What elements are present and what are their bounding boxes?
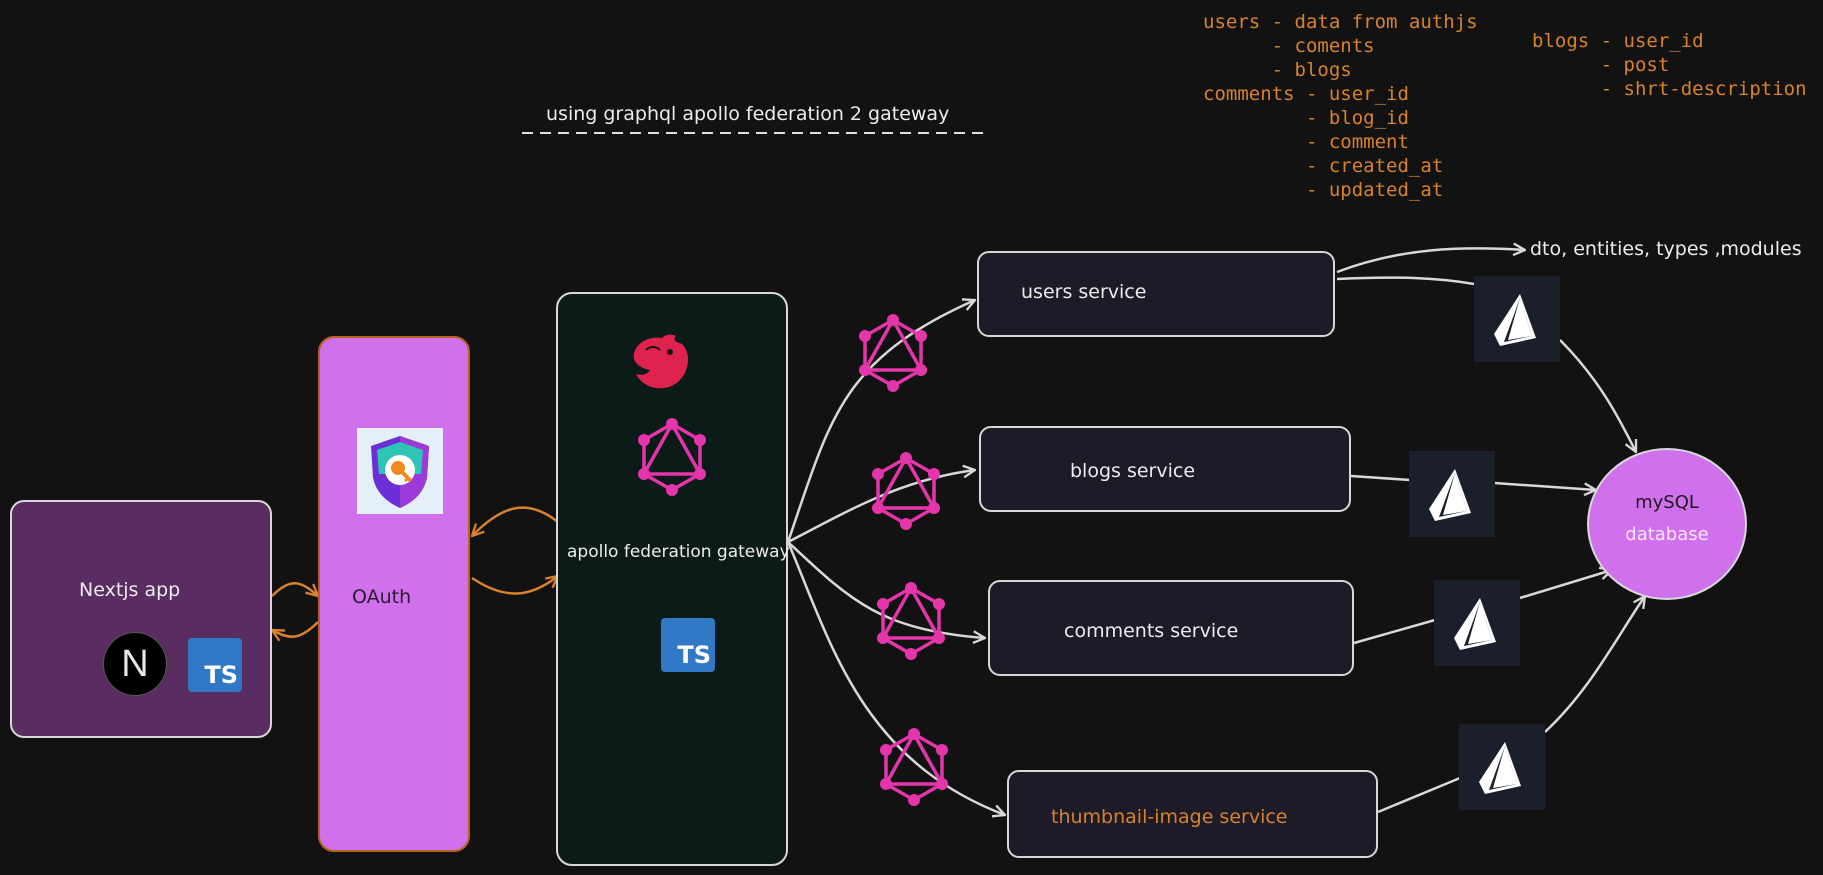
gateway-box[interactable]: apollo federation gateway TS (556, 292, 790, 866)
typescript-icon: TS (188, 638, 242, 692)
mysql-label: mySQL (1635, 492, 1699, 513)
arrow-prisma-comments-to-mysql (1519, 570, 1612, 600)
prisma-icon (1459, 724, 1545, 810)
arrow-prisma-users-to-mysql (1559, 339, 1636, 452)
arrow-prisma-thumbnail-to-mysql (1544, 596, 1645, 733)
prisma-icon (1409, 451, 1495, 537)
typescript-icon: TS (661, 618, 715, 672)
arrow-gateway-to-comments (787, 541, 985, 638)
line-comments-to-prisma (1353, 618, 1436, 645)
arrow-oauth-to-nextjs (272, 621, 319, 637)
line-users-to-prisma (1336, 276, 1475, 286)
users-schema-note: users - data from authjs - coments - blo… (1203, 11, 1478, 81)
prisma-icon (1434, 580, 1520, 666)
oauth-shield-key-icon (357, 428, 443, 514)
arrow-users-to-dto (1336, 248, 1525, 274)
arrow-gateway-to-users (786, 300, 975, 543)
users-service-label: users service (1021, 281, 1147, 303)
nextjs-app-label: Nextjs app (79, 579, 181, 601)
nextjs-icon: N (103, 632, 167, 696)
blogs-service-label: blogs service (1070, 460, 1196, 482)
graphql-icon (877, 582, 945, 660)
comments-service-box[interactable]: comments service (988, 580, 1354, 676)
graphql-icon (859, 314, 927, 392)
oauth-box[interactable]: OAuth (318, 336, 470, 852)
thumbnail-service-label: thumbnail-image service (1051, 806, 1288, 828)
graphql-icon (872, 452, 940, 530)
line-blogs-to-prisma (1350, 474, 1411, 482)
thumbnail-service-box[interactable]: thumbnail-image service (1007, 770, 1378, 858)
nestjs-icon (633, 334, 689, 389)
dto-note: dto, entities, types ,modules (1530, 238, 1802, 260)
line-thumbnail-to-prisma (1377, 776, 1461, 814)
arrow-gateway-to-oauth (472, 506, 559, 536)
blogs-schema-note: blogs - user_id - post - shrt-descriptio… (1532, 30, 1807, 100)
oauth-label: OAuth (352, 586, 412, 608)
arrow-nextjs-to-oauth (271, 582, 318, 596)
mysql-database-node[interactable]: mySQL database (1587, 448, 1747, 600)
comments-schema-note: comments - user_id - blog_id - comment -… (1203, 83, 1444, 201)
nextjs-app-box[interactable]: Nextjs app N TS (10, 500, 272, 738)
arrow-gateway-to-thumbnail (786, 541, 1005, 815)
users-service-box[interactable]: users service (977, 251, 1335, 337)
arrow-oauth-to-gateway (471, 576, 558, 595)
arrow-prisma-blogs-to-mysql (1493, 481, 1596, 490)
comments-service-label: comments service (1064, 620, 1239, 642)
graphql-icon (638, 418, 706, 496)
prisma-icon (1474, 276, 1560, 362)
database-label: database (1625, 524, 1709, 545)
gateway-label: apollo federation gateway (567, 542, 790, 562)
gateway-note: using graphql apollo federation 2 gatewa… (546, 103, 950, 125)
blogs-service-box[interactable]: blogs service (979, 426, 1351, 512)
graphql-icon (880, 728, 948, 806)
